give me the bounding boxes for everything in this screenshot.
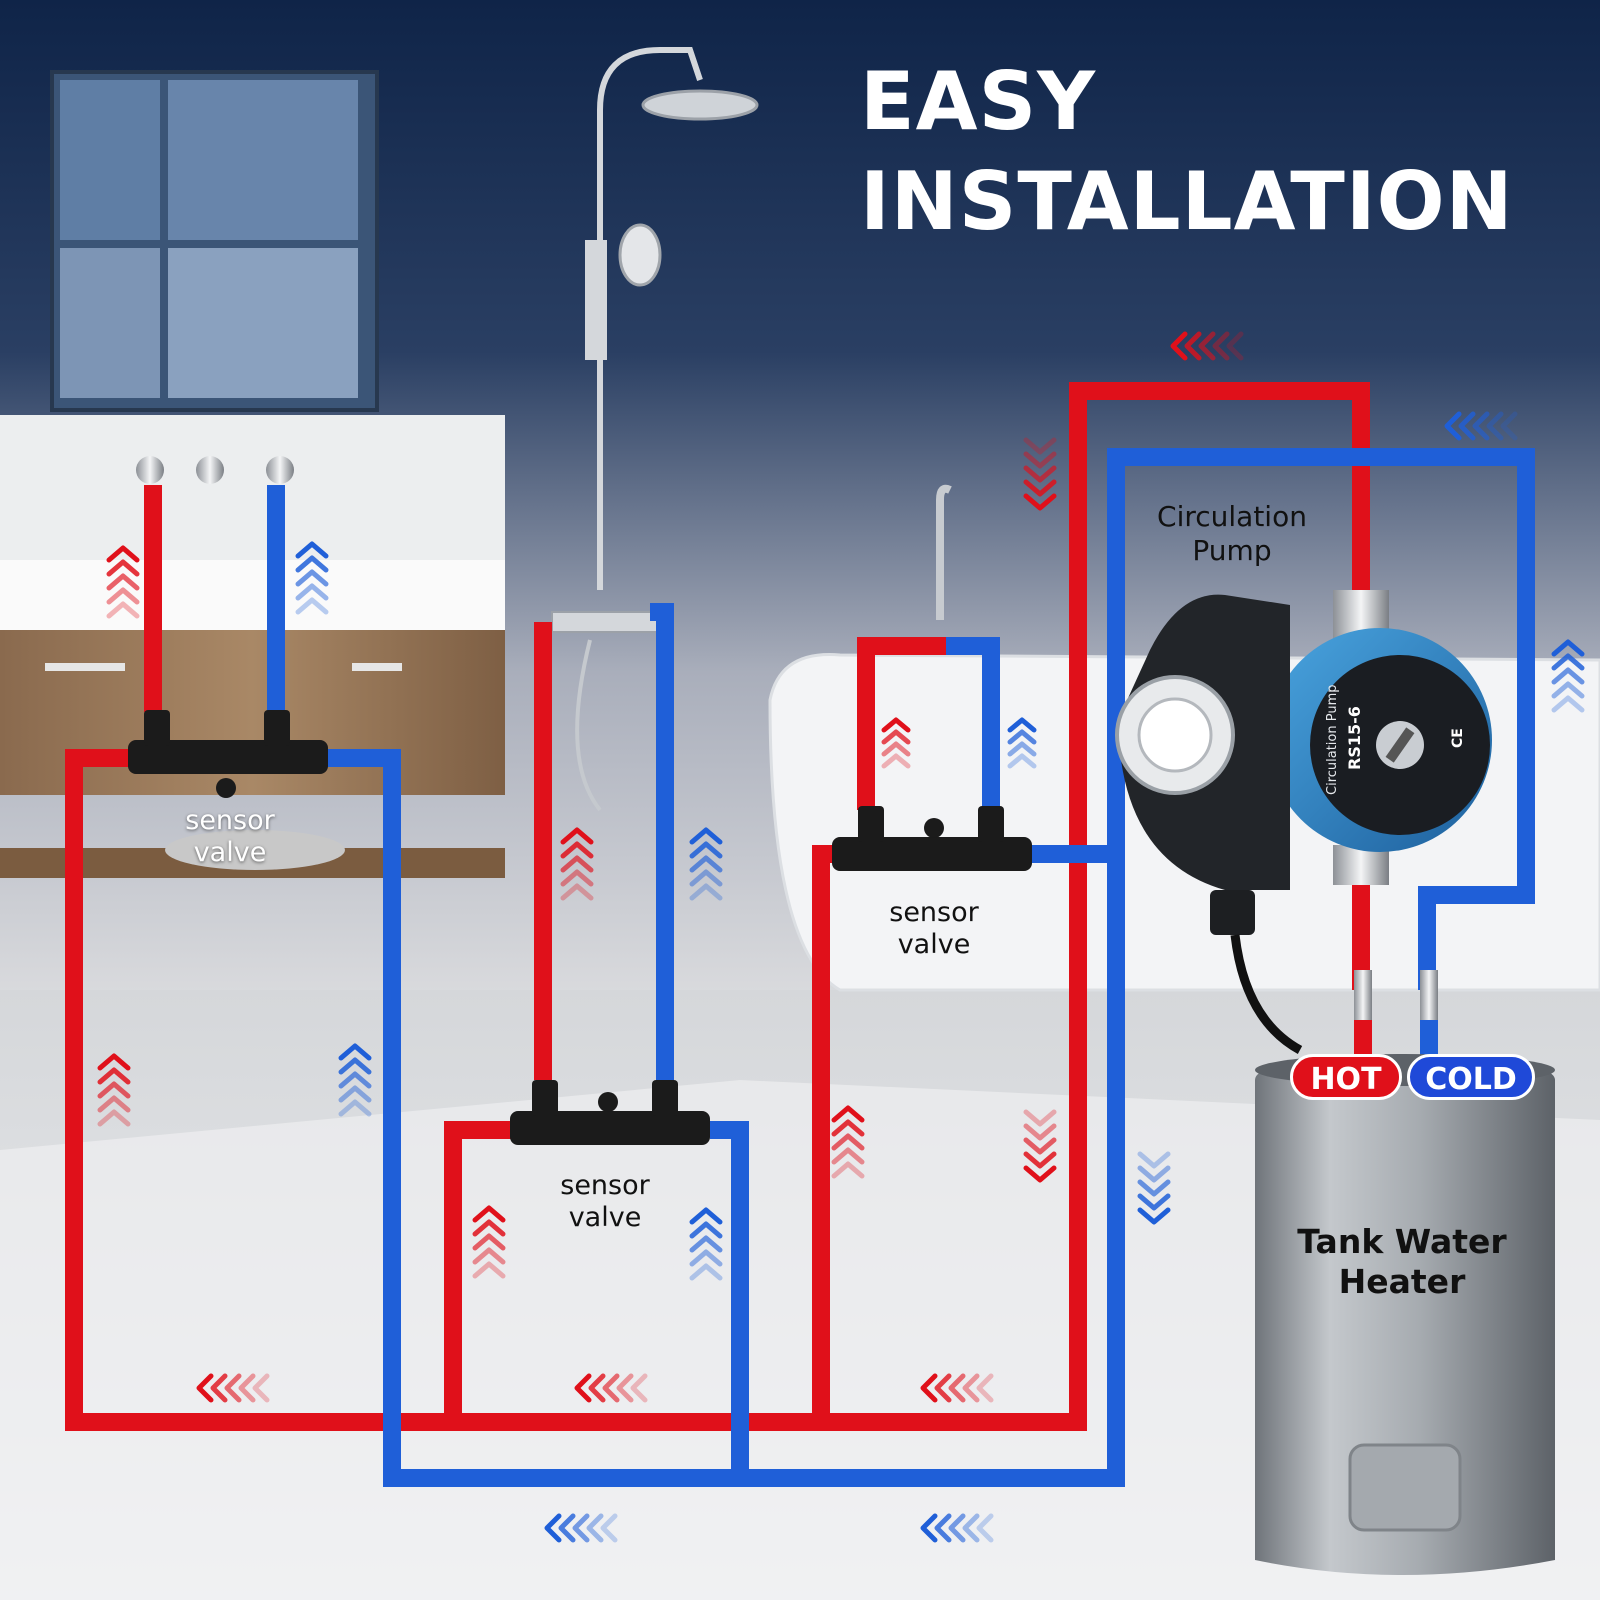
flow-arrows-hot [97, 331, 1244, 1403]
vanity [0, 415, 505, 878]
cold-arrow-up-left-riser [338, 1043, 372, 1117]
cold-tank-inlet [1420, 1020, 1438, 1060]
hot-arrow-left-2 [574, 1373, 648, 1403]
headline: EASY INSTALLATION [860, 52, 1514, 252]
cold-arrow-left-2 [920, 1513, 994, 1543]
cold-arrow-up-right [1551, 639, 1585, 713]
shower-fixture [551, 47, 759, 812]
hot-arrow-up-tub-low [831, 1105, 865, 1179]
sensor-valve-label-shower: sensor valve [515, 1170, 695, 1235]
tank-water-heater-image [1255, 1054, 1555, 1575]
hot-arrow-up-shower-low [472, 1205, 506, 1279]
sensor-valve-label-sink: sensor valve [140, 805, 320, 870]
sensor-valve-label-tub: sensor valve [844, 897, 1024, 962]
hot-badge: HOT [1290, 1054, 1402, 1100]
sensor-valve-tub [832, 806, 1032, 871]
circulation-pump-label-line-1: Circulation [1157, 500, 1307, 533]
cold-arrow-up-tub [1007, 717, 1037, 769]
sensor-valve-shower [510, 1080, 710, 1145]
pump-model-label: RS15-6 [1345, 706, 1364, 770]
headline-line-2: INSTALLATION [860, 155, 1514, 248]
circulation-pump-label: Circulation Pump [1122, 500, 1342, 567]
tank-water-heater-label: Tank Water Heater [1272, 1222, 1532, 1301]
headline-line-1: EASY [860, 55, 1097, 148]
hot-fitting [1354, 970, 1372, 1020]
hot-arrow-up-sink [106, 545, 140, 619]
hot-tank-inlet [1354, 1020, 1372, 1060]
cold-arrow-left-top [1444, 411, 1518, 441]
hot-arrow-up-shower [560, 827, 594, 901]
sensor-valve-label-line-2: valve [193, 837, 267, 869]
hot-arrow-left-3 [920, 1373, 994, 1403]
hot-arrow-left-top [1170, 331, 1244, 361]
cold-water-pipes [267, 448, 1535, 1487]
hot-arrow-up-left-riser [97, 1053, 131, 1127]
hot-arrow-down-bottom [1023, 1109, 1057, 1183]
sensor-valve-label-line-2: valve [568, 1202, 642, 1234]
sensor-valve-label-line-1: sensor [560, 1170, 650, 1201]
cold-arrow-down [1137, 1151, 1171, 1225]
window [50, 70, 379, 412]
cold-badge: COLD [1407, 1054, 1535, 1100]
hot-arrow-up-tub [881, 717, 911, 769]
sensor-valve-label-line-1: sensor [185, 805, 275, 836]
cold-arrow-up-shower-low [689, 1207, 723, 1281]
hot-arrow-down-top [1023, 437, 1057, 511]
cold-arrow-up-sink [295, 541, 329, 615]
circulation-pump-image [1115, 590, 1492, 1054]
cold-arrow-up-shower [689, 827, 723, 901]
cold-arrow-left-1 [544, 1513, 618, 1543]
flow-arrows-cold [295, 411, 1585, 1543]
hot-arrow-left-1 [196, 1373, 270, 1403]
sensor-valve-sink [128, 710, 328, 798]
pump-face-label: Circulation Pump [1325, 684, 1340, 795]
tank-label-line-2: Heater [1338, 1261, 1466, 1301]
sensor-valve-label-line-2: valve [897, 929, 971, 961]
pump-ce-mark: CE [1450, 728, 1466, 748]
circulation-pump-label-line-2: Pump [1192, 533, 1272, 567]
cold-fitting [1420, 970, 1438, 1020]
sensor-valve-label-line-1: sensor [889, 897, 979, 928]
tank-label-line-1: Tank Water [1297, 1222, 1507, 1261]
